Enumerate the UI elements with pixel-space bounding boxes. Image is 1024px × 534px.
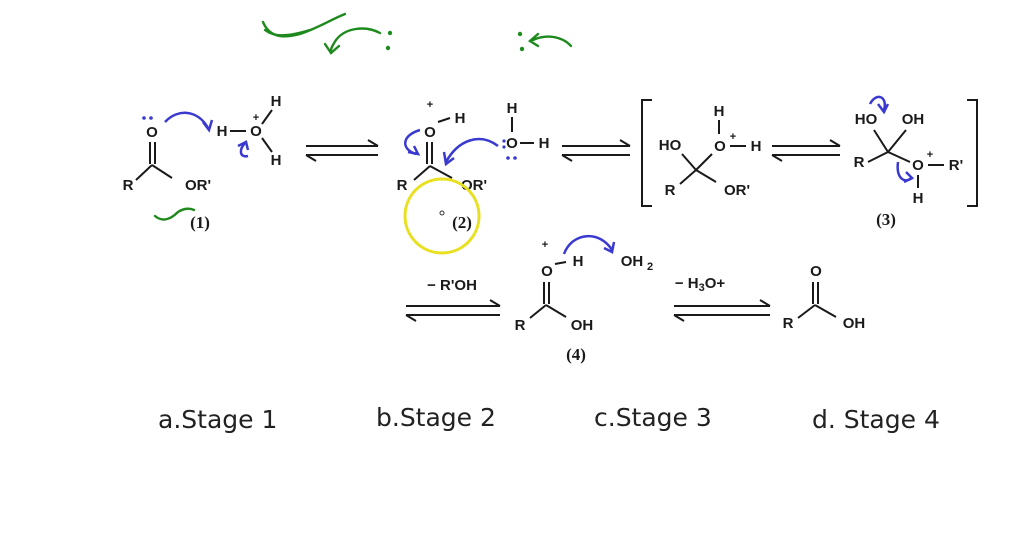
intermediate-3: HO OH R O + R' H (3) — [854, 95, 963, 229]
ia-plus: + — [730, 131, 736, 143]
m4-water: OH — [621, 253, 644, 270]
m2-r-group: R — [397, 177, 408, 194]
p-hydroxyl: OH — [843, 315, 866, 332]
m2-plus: + — [427, 99, 433, 111]
choice-c[interactable]: c.Stage 3 — [594, 403, 712, 432]
molecule-1: O R OR' H H O + H (1) — [123, 93, 282, 232]
ia-r-group: R — [665, 182, 676, 199]
m4-water-sub: 2 — [647, 261, 653, 273]
m2-water-h-right: H — [539, 135, 550, 152]
intermediate-a: HO H O + H R OR' — [659, 103, 762, 199]
ia-ester-group: OR' — [724, 182, 750, 199]
m4-label: (4) — [566, 345, 586, 364]
i3-r-prime: R' — [949, 157, 963, 174]
m4-r-group: R — [515, 317, 526, 334]
equilibrium-arrow-2 — [561, 139, 631, 162]
molecule-4: + O H OH 2 R OH (4) — [515, 234, 653, 364]
i3-hydrogen: H — [913, 190, 924, 207]
equilibrium-arrow-1 — [305, 139, 379, 162]
m2-water-h-top: H — [507, 100, 518, 117]
m1-label: (1) — [190, 213, 210, 232]
m1-r-group: R — [123, 177, 134, 194]
m4-hydrogen: H — [573, 253, 584, 270]
ia-hydroxyl: HO — [659, 137, 682, 154]
equilibrium-arrow-4: − R'OH — [405, 277, 501, 322]
m2-water-oxygen: O — [506, 135, 518, 152]
ia-hydrogen-right: H — [751, 138, 762, 155]
m4-oxygen: O — [541, 263, 553, 280]
m1-hydronium-plus: + — [253, 112, 259, 124]
annotation-pen-marks — [153, 12, 573, 221]
choice-a[interactable]: a.Stage 1 — [158, 405, 277, 434]
m2-label: (2) — [452, 213, 472, 232]
ia-hydrogen-top: H — [714, 103, 725, 120]
i3-oxygen: O — [912, 157, 924, 174]
m4-hydroxyl: OH — [571, 317, 594, 334]
choice-d[interactable]: d. Stage 4 — [812, 405, 940, 434]
step-loss-hydronium: − H3O+ — [675, 275, 726, 294]
ia-oxygen: O — [714, 138, 726, 155]
m1-ester-group: OR' — [185, 177, 211, 194]
molecule-2: + O H R OR' H O H (2) — [397, 99, 550, 232]
cursor-highlight — [403, 177, 481, 255]
i3-hydroxyl-right: OH — [902, 111, 925, 128]
p-r-group: R — [783, 315, 794, 332]
m1-hydronium-h-bottom: H — [271, 152, 282, 169]
i3-hydroxyl-left: HO — [855, 111, 878, 128]
m2-hydrogen: H — [455, 110, 466, 127]
step-loss-alcohol: − R'OH — [427, 277, 477, 294]
equilibrium-arrow-5: − H3O+ — [673, 275, 771, 322]
choice-b[interactable]: b.Stage 2 — [376, 403, 496, 432]
m1-carbonyl-oxygen: O — [146, 124, 158, 141]
answer-choices: a.Stage 1 b.Stage 2 c.Stage 3 d. Stage 4 — [158, 403, 940, 434]
p-oxygen: O — [810, 263, 822, 280]
tetrahedral-intermediate-bracket — [641, 99, 978, 207]
equilibrium-arrow-3 — [771, 139, 841, 162]
i3-label: (3) — [876, 210, 896, 229]
i3-r-group: R — [854, 154, 865, 171]
m1-hydronium-h-left: H — [217, 123, 228, 140]
m2-oxygen: O — [424, 124, 436, 141]
m1-hydronium-oxygen: O — [250, 123, 262, 140]
i3-plus: + — [927, 149, 933, 161]
product-carboxylic-acid: O R OH — [783, 263, 866, 332]
m4-plus: + — [542, 239, 548, 251]
m1-hydronium-h-top: H — [271, 93, 282, 110]
